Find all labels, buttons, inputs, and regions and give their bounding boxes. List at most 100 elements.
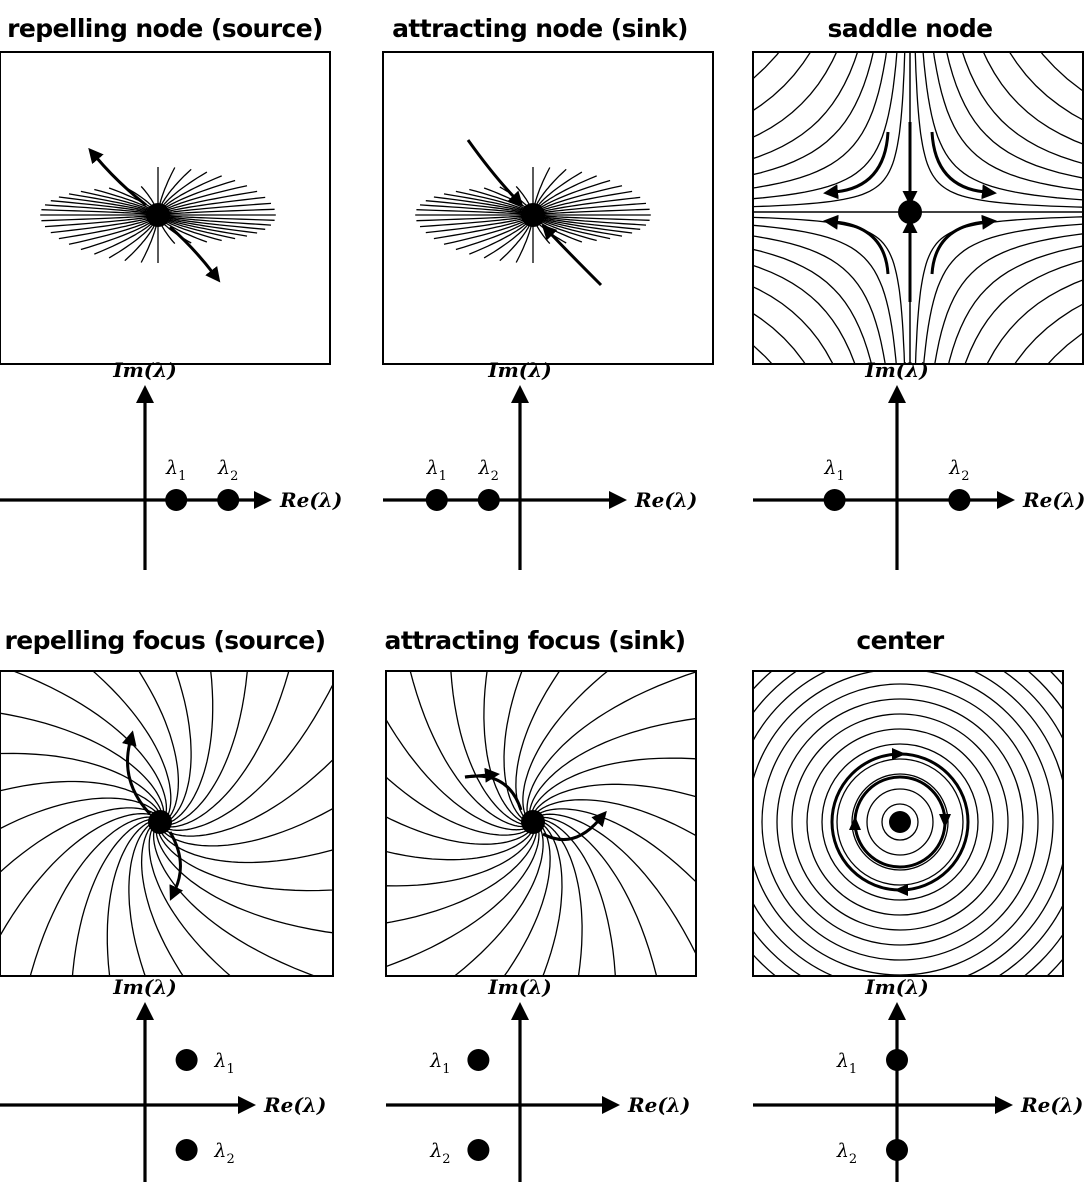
eigenvalue-label-1: λ1 [426,457,447,484]
orbit-arrowhead [849,816,861,830]
streamline [753,52,888,189]
eigenvalue-label-1: λ1 [836,1050,857,1077]
streamline [0,780,162,817]
im-axis-arrowhead [136,385,154,403]
re-lambda-label: Re(λ) [634,488,697,512]
orbit-arrowhead [892,748,906,760]
streamline [140,822,184,976]
eigenvalue-label-1: λ1 [429,1050,450,1077]
eigenvalue-2 [886,1139,908,1161]
streamline [409,671,529,828]
streamline [753,216,906,364]
streamline [923,223,1083,364]
orbit [761,683,1039,961]
streamline [947,245,1083,364]
streamline [753,344,773,364]
im-axis-arrowhead [511,1002,529,1020]
re-lambda-label: Re(λ) [263,1093,326,1117]
streamline [160,807,333,847]
streamline [753,312,806,364]
streamline [503,671,528,823]
im-lambda-label: Im(λ) [487,358,551,382]
re-axis-arrowhead [609,491,627,509]
eigenvalue-label-1: λ1 [165,457,186,484]
streamline [964,259,1083,364]
streamline [1011,313,1084,486]
center-title: center [856,626,944,655]
streamline [106,819,155,976]
orbit [776,698,1024,946]
streamline [138,671,180,822]
streamline [753,52,780,80]
re-lambda-label: Re(λ) [627,1093,690,1117]
streamline [914,52,1083,208]
im-lambda-label: Im(λ) [112,358,176,382]
trajectory-arrow [88,147,147,207]
fixed-point [898,200,922,224]
im-axis-arrowhead [888,385,906,403]
streamline [453,824,544,976]
re-axis-arrowhead [997,491,1015,509]
trajectory-arrow [542,810,607,842]
trajectory-arrow [541,224,603,287]
streamline [0,813,157,937]
re-axis-arrowhead [254,491,272,509]
streamline [535,813,696,956]
streamline [165,671,192,823]
streamline [148,824,232,976]
orbit-arrowhead [894,884,908,896]
orbit-arrowhead [939,814,951,828]
streamline [71,818,155,976]
streamline [914,216,1083,364]
streamline [522,671,609,820]
orbit [791,713,1009,931]
streamline [0,712,165,818]
trajectory-arrow [823,214,890,275]
streamline [158,827,333,864]
im-axis-arrowhead [511,385,529,403]
eigenvalue-1 [175,1049,198,1071]
streamline [1047,332,1083,364]
streamline [533,799,696,837]
streamline [1014,303,1083,364]
streamline [164,671,290,828]
streamline [753,52,838,138]
streamline [386,718,531,831]
fixed-point [521,810,545,834]
trajectory-arrow [169,225,221,283]
im-lambda-label: Im(λ) [112,975,176,999]
im-lambda-label: Im(λ) [487,975,551,999]
orbit [881,803,919,841]
eigenvalue-2 [217,489,240,511]
im-lambda-label: Im(λ) [864,358,928,382]
eigenvalue-2 [175,1139,198,1161]
orbit [753,671,1063,976]
eigenvalue-label-2: λ2 [478,457,499,484]
fixed-point [521,203,545,227]
streamline [515,671,561,822]
streamline [165,671,214,825]
streamline [11,671,168,819]
streamline [753,52,874,176]
re-axis-arrowhead [995,1096,1013,1114]
saddle-node-frame [752,51,1084,365]
attracting-focus-frame [385,670,697,977]
eigenvalue-2 [467,1139,490,1161]
streamline [1008,52,1083,121]
orbit [821,743,979,901]
streamline [163,682,333,831]
re-lambda-label: Re(λ) [279,488,342,512]
streamline [29,816,156,976]
eigenvalue-label-2: λ2 [213,1140,234,1167]
streamline [946,52,1083,179]
re-lambda-label: Re(λ) [1022,488,1084,512]
orbit [836,758,964,886]
fixed-point [146,203,170,227]
streamline [636,313,809,486]
im-axis-arrowhead [136,1002,154,1020]
fixed-point [889,811,911,833]
repelling-focus-title: repelling focus (source) [5,626,326,655]
streamline [982,52,1083,145]
streamline [753,52,859,160]
